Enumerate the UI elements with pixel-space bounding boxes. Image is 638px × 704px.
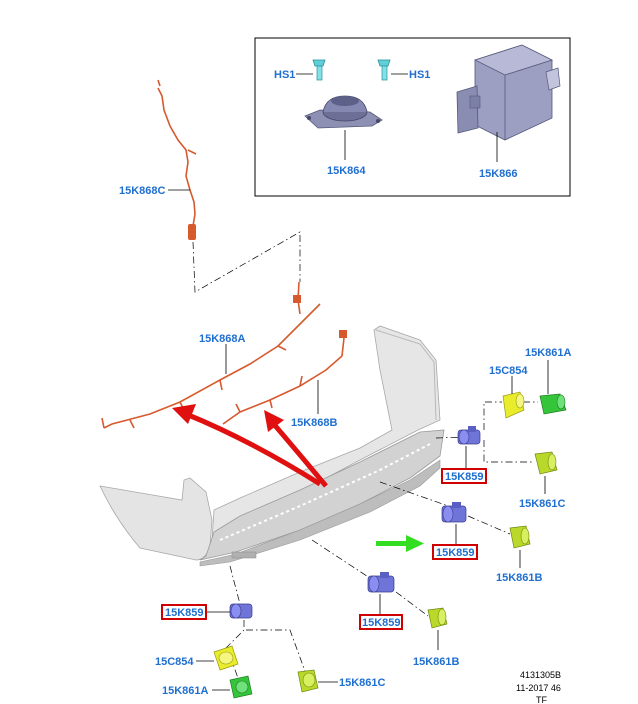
highlight-box: [432, 544, 478, 560]
harness-icon: [157, 79, 197, 240]
sensor-icon: [457, 426, 481, 445]
screw-icon: [377, 59, 391, 81]
label-15k868c: 15K868C: [119, 185, 166, 197]
connection-line: [192, 231, 301, 293]
harness-icon: [101, 281, 347, 429]
label-hs1-right: HS1: [409, 69, 430, 81]
label-15k861b-bottom: 15K861B: [413, 656, 460, 668]
module-icon: [456, 44, 561, 141]
connection-line: [221, 620, 245, 653]
highlight-box: [441, 468, 487, 484]
connection-line: [311, 539, 377, 583]
connection-line: [435, 436, 471, 439]
connection-line: [395, 591, 429, 617]
bezel-icon: [502, 391, 525, 419]
sounder-icon: [304, 95, 383, 129]
arrow-icon: [172, 404, 328, 488]
highlight-box: [161, 604, 207, 620]
label-hs1-left: HS1: [274, 69, 295, 81]
label-15k861c-right: 15K861C: [519, 498, 566, 510]
sensor-icon: [229, 603, 253, 619]
label-15c854-right: 15C854: [489, 365, 528, 377]
screw-icon: [312, 59, 326, 81]
ref-code: 4131305B: [520, 670, 561, 680]
connection-line: [246, 629, 307, 675]
clip-icon: [509, 525, 531, 549]
clip-icon: [427, 607, 448, 629]
label-15k868b: 15K868B: [291, 417, 338, 429]
bezel-icon: [213, 645, 239, 671]
label-15k868a: 15K868A: [199, 333, 246, 345]
clip-icon: [534, 451, 558, 475]
sensor-icon: [367, 572, 395, 593]
label-15k859-bottom: 15K859: [165, 607, 204, 619]
label-15c854-left: 15C854: [155, 656, 194, 668]
sensor-icon: [441, 502, 467, 523]
clip-icon: [539, 393, 567, 415]
label-15k859-middle: 15K859: [436, 547, 475, 559]
connection-line: [483, 440, 534, 463]
label-15k861a-right: 15K861A: [525, 347, 572, 359]
label-15k861c-bottom: 15K861C: [339, 677, 386, 689]
label-15k861a-left: 15K861A: [162, 685, 209, 697]
inset-frame: [254, 37, 571, 197]
connection-line: [229, 565, 241, 605]
highlight-box: [359, 614, 403, 630]
clip-icon: [229, 675, 253, 699]
label-15k864: 15K864: [327, 165, 366, 177]
label-15k861b-right: 15K861B: [496, 572, 543, 584]
connection-line: [467, 515, 511, 535]
arrow-icon: [376, 535, 424, 552]
label-15k866: 15K866: [479, 168, 518, 180]
date-code: 11-2017 46: [516, 683, 561, 693]
label-15k859-left: 15K859: [362, 617, 401, 629]
label-15k859-upper-right: 15K859: [445, 471, 484, 483]
connection-line: [379, 481, 455, 509]
bumper-icon: [99, 325, 445, 567]
footer-suffix: TF: [536, 695, 547, 704]
clip-icon: [297, 669, 319, 693]
connection-line: [483, 401, 502, 430]
